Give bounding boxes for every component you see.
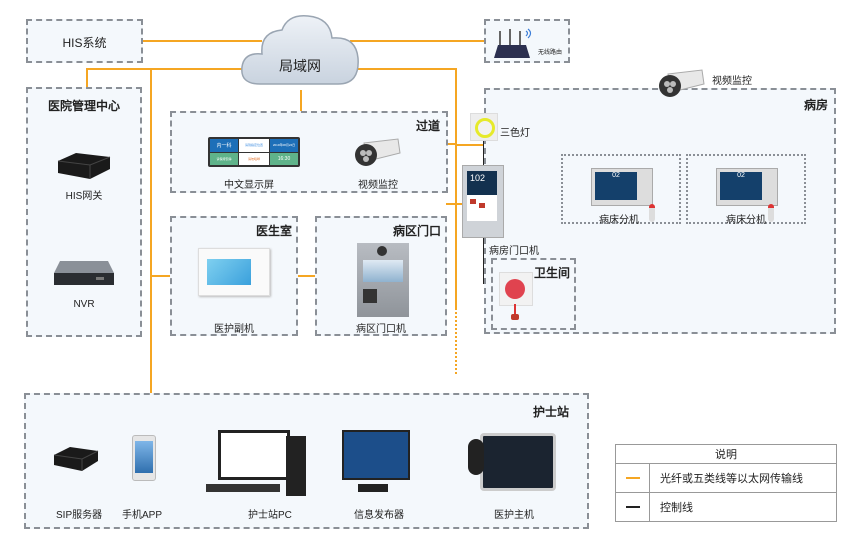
bathroom-title: 卫生间 [533, 266, 570, 280]
corridor-box: 过道 内一科 请到指定位置 2019年08月24日 请保持安静 请勿喧哗 16:… [170, 111, 448, 193]
line-doctor-entrance [297, 275, 317, 277]
nurse-station-title: 护士站 [532, 405, 569, 419]
bed-terminal-icon: 02 [716, 168, 778, 206]
nurse-host-label: 医护主机 [494, 510, 534, 521]
bed-unit-label-2: 病床分机 [726, 215, 766, 226]
display-date: 2019年08月24日 [270, 139, 298, 152]
display-time: 16:30 [270, 152, 298, 165]
ward-camera-label: 视频监控 [712, 76, 752, 87]
ward-camera-icon [659, 69, 705, 97]
pull-cord-handle-icon [511, 314, 519, 320]
doctor-room-title: 医生室 [255, 224, 292, 238]
cloud-icon [241, 15, 359, 85]
lan-cloud: 局域网 [238, 12, 362, 92]
wifi-router-icon [494, 28, 532, 58]
legend-row: 光纤或五类线等以太网传输线 [615, 463, 837, 493]
legend-label-ethernet: 光纤或五类线等以太网传输线 [649, 463, 837, 493]
management-center-title: 医院管理中心 [47, 99, 120, 113]
legend-title: 说明 [615, 444, 837, 464]
doctor-room-box: 医生室 医护副机 [170, 216, 298, 336]
room-number: 102 [467, 171, 497, 195]
his-gateway-label: HIS网关 [65, 191, 103, 202]
display-bottom-left: 请保持安静 [210, 152, 238, 165]
door-intercom-icon [357, 243, 409, 317]
line-backbone-doctor [150, 275, 172, 277]
line-right-trunk-dotted [455, 308, 457, 376]
ward-entrance-box: 病区门口 病区门口机 [315, 216, 447, 336]
line-cloud-corridor [300, 90, 302, 112]
line-cloud-router [350, 40, 485, 42]
router-box: 无线路由 [484, 19, 570, 63]
bed-terminal-icon: 02 [591, 168, 653, 206]
nurse-station-box: 护士站 SIP服务器 手机APP 护士站PC 信息发布器 医护主机 [24, 393, 589, 529]
sip-server-icon [53, 447, 99, 471]
nvr-icon [54, 261, 114, 285]
corridor-camera-label: 视频监控 [358, 180, 398, 191]
control-line-swatch [625, 506, 640, 509]
bathroom-box: 卫生间 [491, 258, 576, 330]
ethernet-line-swatch [625, 477, 640, 480]
line-his-cloud [142, 40, 262, 42]
bed-number: 02 [720, 172, 762, 200]
lan-label: 局域网 [279, 58, 321, 74]
bed-unit-box-2: 02 病床分机 [686, 154, 806, 226]
ward-door-unit-label: 病区门口机 [356, 324, 406, 335]
info-display-icon [342, 430, 410, 496]
legend-label-control: 控制线 [649, 492, 837, 522]
corridor-title: 过道 [415, 119, 440, 133]
nvr-label: NVR [73, 299, 95, 310]
display-line1: 请到指定位置 [239, 139, 269, 152]
line-right-trunk [455, 68, 457, 308]
sip-server-label: SIP服务器 [56, 510, 103, 521]
nurse-sub-unit-label: 医护副机 [214, 324, 254, 335]
line-door-unit [456, 203, 464, 205]
line-backbone [150, 68, 152, 393]
ward-door-unit-icon: 102 [462, 165, 504, 238]
phone-app-label: 手机APP [122, 510, 163, 521]
pull-cord-icon [514, 304, 516, 314]
led-display-icon: 内一科 请到指定位置 2019年08月24日 请保持安静 请勿喧哗 16:30 [208, 137, 300, 167]
emergency-button-icon [499, 272, 533, 306]
line-mgmt-drop [86, 68, 88, 88]
nurse-pc-label: 护士站PC [248, 510, 292, 521]
camera-icon [355, 138, 401, 166]
call-handle-icon [649, 204, 655, 222]
display-dept: 内一科 [210, 139, 238, 152]
ward-entrance-title: 病区门口 [392, 224, 441, 238]
ward-door-unit-label: 病房门口机 [489, 246, 539, 257]
line-lan-left [86, 68, 244, 70]
desktop-pc-icon [206, 430, 310, 496]
call-handle-icon [768, 204, 774, 222]
tricolor-light-icon [470, 113, 498, 141]
router-label: 无线路由 [538, 50, 563, 56]
bed-unit-box-1: 02 病床分机 [561, 154, 681, 226]
line-entrance-trunk [446, 203, 456, 205]
tablet-terminal-icon [198, 248, 270, 296]
his-system-box: HIS系统 [26, 19, 143, 63]
led-display-label: 中文显示屏 [224, 180, 274, 191]
server-box-icon [57, 153, 111, 179]
tricolor-light-label: 三色灯 [500, 128, 530, 139]
ward-title: 病房 [803, 98, 828, 112]
legend-table: 说明 光纤或五类线等以太网传输线 控制线 [615, 444, 837, 522]
line-corridor-trunk [446, 143, 456, 145]
bed-unit-label-1: 病床分机 [599, 215, 639, 226]
phone-icon [132, 435, 156, 481]
legend-row: 控制线 [615, 492, 837, 522]
nurse-host-icon [460, 433, 556, 495]
display-line2: 请勿喧哗 [239, 152, 269, 165]
management-center-box: 医院管理中心 HIS网关 NVR [26, 87, 142, 337]
bed-number: 02 [595, 172, 637, 200]
line-lan-right [356, 68, 456, 70]
info-publisher-label: 信息发布器 [354, 510, 404, 521]
his-system-label: HIS系统 [62, 36, 107, 50]
